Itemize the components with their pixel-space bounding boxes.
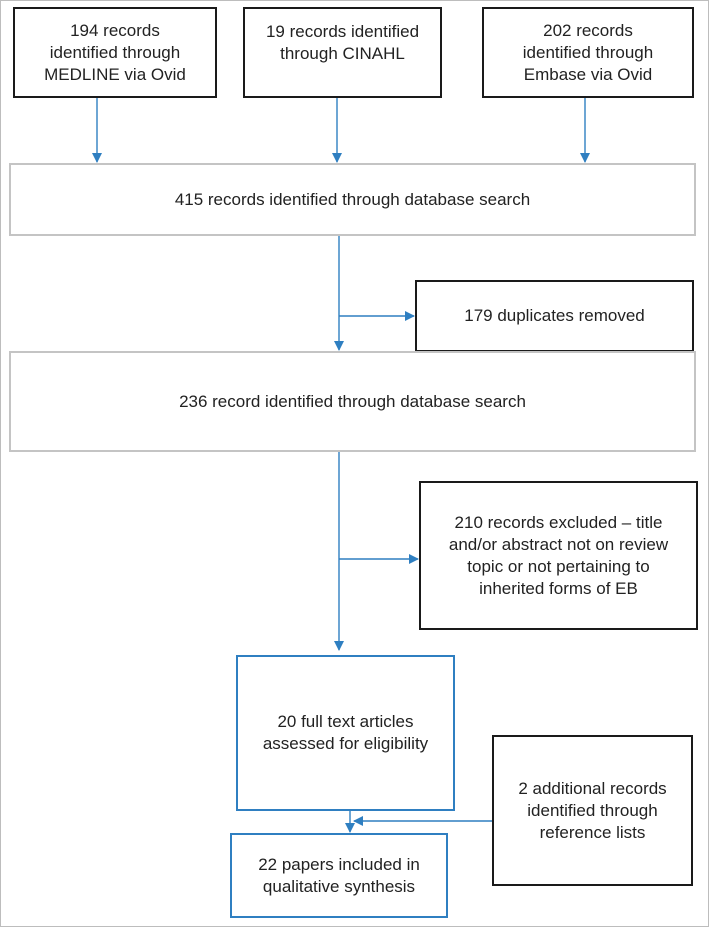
excluded-records-box: 210 records excluded – title and/or abst… bbox=[419, 481, 698, 630]
duplicates-removed-box: 179 duplicates removed bbox=[415, 280, 694, 352]
database-search-box: 415 records identified through database … bbox=[9, 163, 696, 236]
embase-records-box: 202 records identified through Embase vi… bbox=[482, 7, 694, 98]
medline-records-box: 194 records identified through MEDLINE v… bbox=[13, 7, 217, 98]
included-papers-box: 22 papers included in qualitative synthe… bbox=[230, 833, 448, 918]
cinahl-records-box: 19 records identified through CINAHL bbox=[243, 7, 442, 98]
additional-records-box: 2 additional records identified through … bbox=[492, 735, 693, 886]
full-text-assessed-box: 20 full text articles assessed for eligi… bbox=[236, 655, 455, 811]
after-duplicates-box: 236 record identified through database s… bbox=[9, 351, 696, 452]
